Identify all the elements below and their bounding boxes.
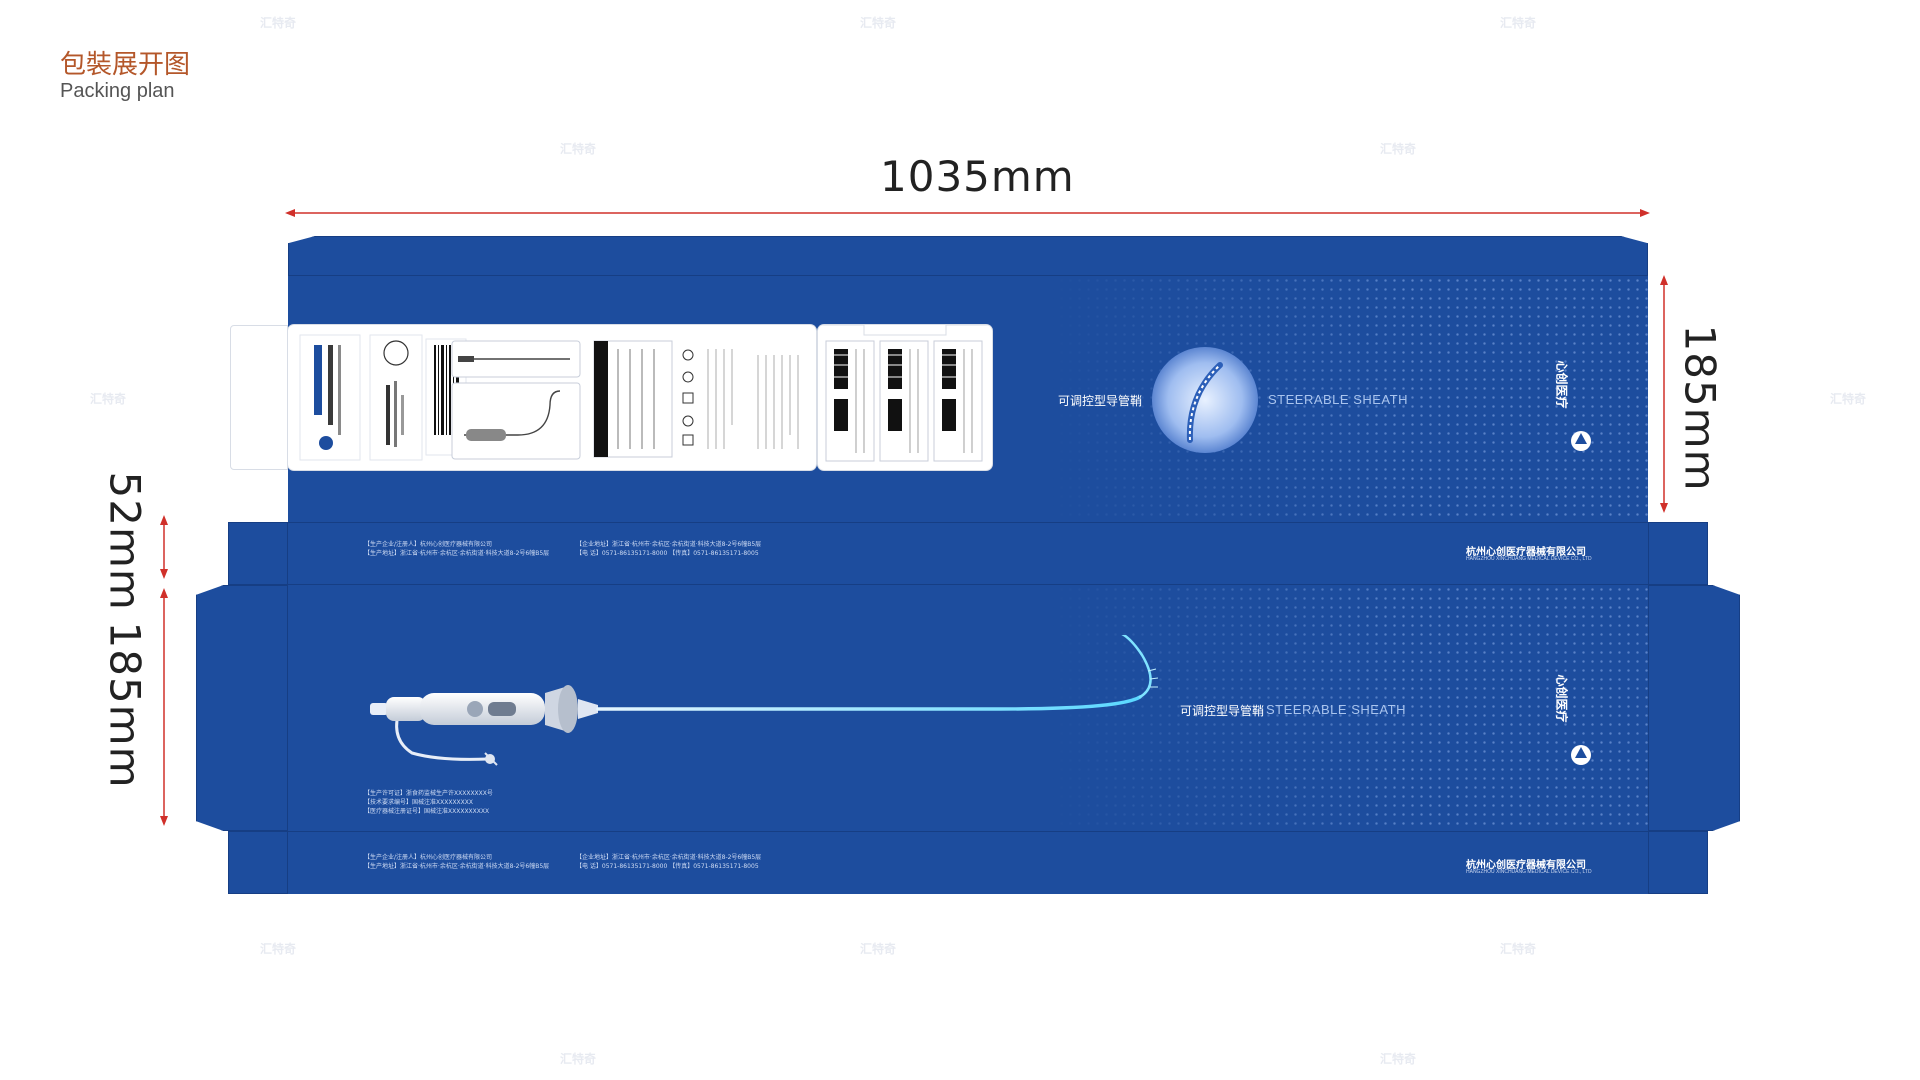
watermark: 汇特奇 xyxy=(90,392,127,406)
side-info-left-1: 【生产企业/注册人】杭州心创医疗器械有限公司 xyxy=(364,541,493,548)
license-line-1: 【生产许可证】浙食药监械生产许XXXXXXXX号 xyxy=(364,790,493,797)
lower-company-cn: 杭州心创医疗器械有限公司 xyxy=(1466,860,1586,871)
brand-mark-icon xyxy=(1571,431,1591,451)
label-card-product-graphics xyxy=(299,334,799,461)
label-card-product xyxy=(288,325,816,470)
watermark: 汇特奇 xyxy=(560,1052,597,1066)
bottom-brand-name: 心创医疗 xyxy=(1554,674,1569,723)
brand-mark-icon-bottom xyxy=(1571,745,1591,765)
lower-info-left-2: 【生产地址】浙江省·杭州市·余杭区·余杭街道·科技大道8-2号6幢B5层 xyxy=(364,863,550,870)
lower-company-en: HANGZHOU XINCHUANG MEDICAL DEVICE CO., L… xyxy=(1466,869,1592,875)
license-line-3: 【医疗器械注册证号】国械注准XXXXXXXXXX xyxy=(364,808,490,815)
license-line-2: 【技术要求编号】国械注准XXXXXXXXX xyxy=(364,799,473,806)
top-height-dimension-arrow xyxy=(1660,275,1668,513)
side-info-left-2: 【生产地址】浙江省·杭州市·余杭区·余杭街道·科技大道8-2号6幢B5层 xyxy=(364,550,550,557)
side-flap-right-lower xyxy=(1648,831,1708,894)
side-info-right-2: 【电 话】0571-86135171-8000 【传真】0571-8613517… xyxy=(576,550,759,557)
bottom-height-dimension-label: 185mm xyxy=(100,621,150,789)
page-subtitle: Packing plan xyxy=(60,80,175,102)
top-height-dimension-label: 185mm xyxy=(1675,324,1725,492)
label-card-barcodes xyxy=(818,325,992,470)
page-title: 包裝展开图 xyxy=(60,50,191,80)
bottom-product-name-cn: 可调控型导管鞘 xyxy=(1180,704,1265,718)
side-height-dimension-arrow xyxy=(160,515,168,579)
watermark: 汇特奇 xyxy=(1500,16,1537,30)
lower-info-right-1: 【企业地址】浙江省·杭州市·余杭区·余杭街道·科技大道8-2号6幢B5层 xyxy=(576,854,762,861)
top-glue-flap xyxy=(288,236,1648,276)
end-flap-left xyxy=(196,585,288,831)
watermark: 汇特奇 xyxy=(260,16,297,30)
sheath-tip-circle xyxy=(1152,347,1258,453)
watermark: 汇特奇 xyxy=(860,16,897,30)
width-dimension-arrow xyxy=(285,209,1650,217)
top-brand-logo: 心创医疗 xyxy=(1555,346,1592,451)
side-panel-bottom: 【生产企业/注册人】杭州心创医疗器械有限公司 【生产地址】浙江省·杭州市·余杭区… xyxy=(288,831,1648,894)
end-flap-right xyxy=(1648,585,1740,831)
watermark: 汇特奇 xyxy=(560,142,597,156)
watermark: 汇特奇 xyxy=(260,942,297,956)
side-flap-left-lower xyxy=(228,831,288,894)
side-flap-left xyxy=(228,522,288,585)
side-info-right-1: 【企业地址】浙江省·杭州市·余杭区·余杭街道·科技大道8-2号6幢B5层 xyxy=(576,541,762,548)
side-flap-right xyxy=(1648,522,1708,585)
catheter-illustration xyxy=(370,635,1159,766)
bottom-product-name-en: STEERABLE SHEATH xyxy=(1266,702,1406,717)
lower-info-left-1: 【生产企业/注册人】杭州心创医疗器械有限公司 xyxy=(364,854,493,861)
watermark: 汇特奇 xyxy=(1500,942,1537,956)
side-company-en: HANGZHOU XINCHUANG MEDICAL DEVICE CO., L… xyxy=(1466,556,1592,562)
width-dimension-label: 1035mm xyxy=(880,152,1075,201)
bottom-brand-logo: 心创医疗 xyxy=(1555,660,1592,765)
dot-pattern-bottom xyxy=(1048,585,1648,831)
label-flap-left xyxy=(230,325,288,470)
watermark: 汇特奇 xyxy=(1830,392,1867,406)
lower-info-right-2: 【电 话】0571-86135171-8000 【传真】0571-8613517… xyxy=(576,863,759,870)
top-brand-name: 心创医疗 xyxy=(1554,360,1569,409)
watermark: 汇特奇 xyxy=(1380,1052,1417,1066)
side-panel-top: 【生产企业/注册人】杭州心创医疗器械有限公司 【生产地址】浙江省·杭州市·余杭区… xyxy=(288,522,1648,585)
side-company-cn: 杭州心创医疗器械有限公司 xyxy=(1466,547,1586,558)
side-height-dimension-label: 52mm xyxy=(100,471,150,611)
watermark: 汇特奇 xyxy=(1380,142,1417,156)
dot-pattern xyxy=(1048,276,1648,522)
bottom-height-dimension-arrow xyxy=(160,588,168,826)
top-product-name-cn: 可调控型导管鞘 xyxy=(1058,394,1143,408)
label-card-barcodes-graphics xyxy=(818,325,992,462)
top-product-name-en: STEERABLE SHEATH xyxy=(1268,392,1408,407)
watermark: 汇特奇 xyxy=(860,942,897,956)
